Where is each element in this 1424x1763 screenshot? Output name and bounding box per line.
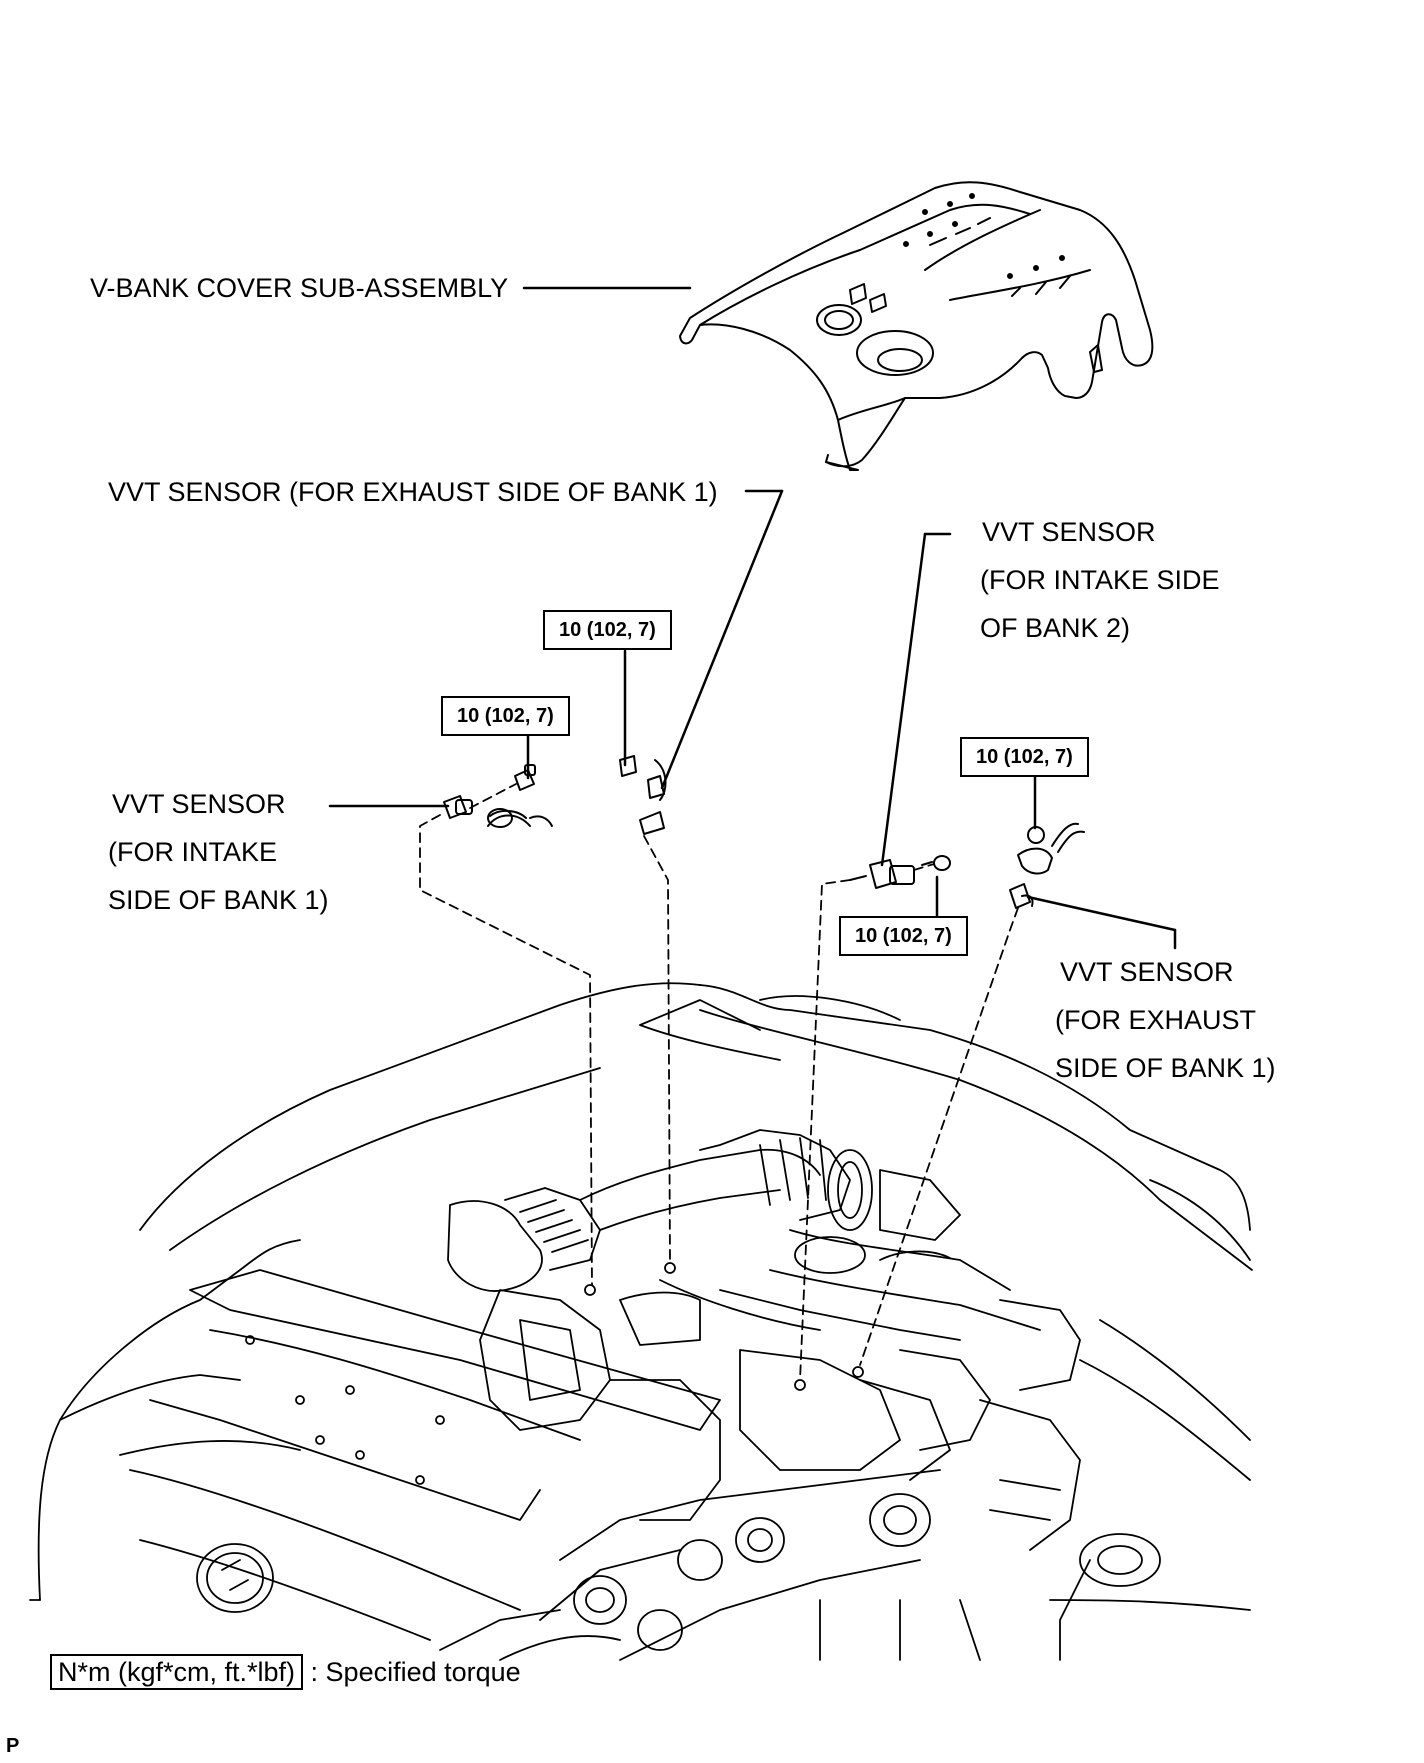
legend-description: : Specified torque: [310, 1657, 521, 1687]
label-line: VVT SENSOR: [112, 789, 286, 819]
leader-lines: [328, 286, 1177, 950]
v-bank-cover-illustration: [679, 181, 1154, 471]
torque-spec-box: 10 (102, 7): [960, 737, 1089, 777]
label-line: VVT SENSOR: [1060, 957, 1234, 987]
label-line: SIDE OF BANK 1): [108, 885, 329, 915]
legend-unit-box: N*m (kgf*cm, ft.*lbf): [50, 1654, 304, 1690]
torque-spec-box: 10 (102, 7): [543, 610, 672, 650]
corner-mark: P: [6, 1735, 20, 1757]
label-line: (FOR INTAKE: [108, 837, 278, 867]
label-line: (FOR INTAKE SIDE: [980, 565, 1220, 595]
label-vvt-sensor-exhaust-bank1-top: VVT SENSOR (FOR EXHAUST SIDE OF BANK 1): [108, 477, 718, 507]
label-line: VVT SENSOR: [982, 517, 1156, 547]
label-v-bank-cover: V-BANK COVER SUB-ASSEMBLY: [90, 273, 509, 303]
torque-spec-box: 10 (102, 7): [441, 696, 570, 736]
label-line: OF BANK 2): [980, 613, 1131, 643]
label-line: SIDE OF BANK 1): [1055, 1053, 1276, 1083]
torque-spec-box: 10 (102, 7): [839, 916, 968, 956]
torque-legend: N*m (kgf*cm, ft.*lbf) : Specified torque: [50, 1654, 521, 1690]
label-line: (FOR EXHAUST: [1055, 1005, 1257, 1035]
sensor-parts: [443, 755, 1085, 909]
engine-bay-illustration: [29, 982, 1253, 1661]
dashed-installation-lines: [419, 783, 1019, 1381]
